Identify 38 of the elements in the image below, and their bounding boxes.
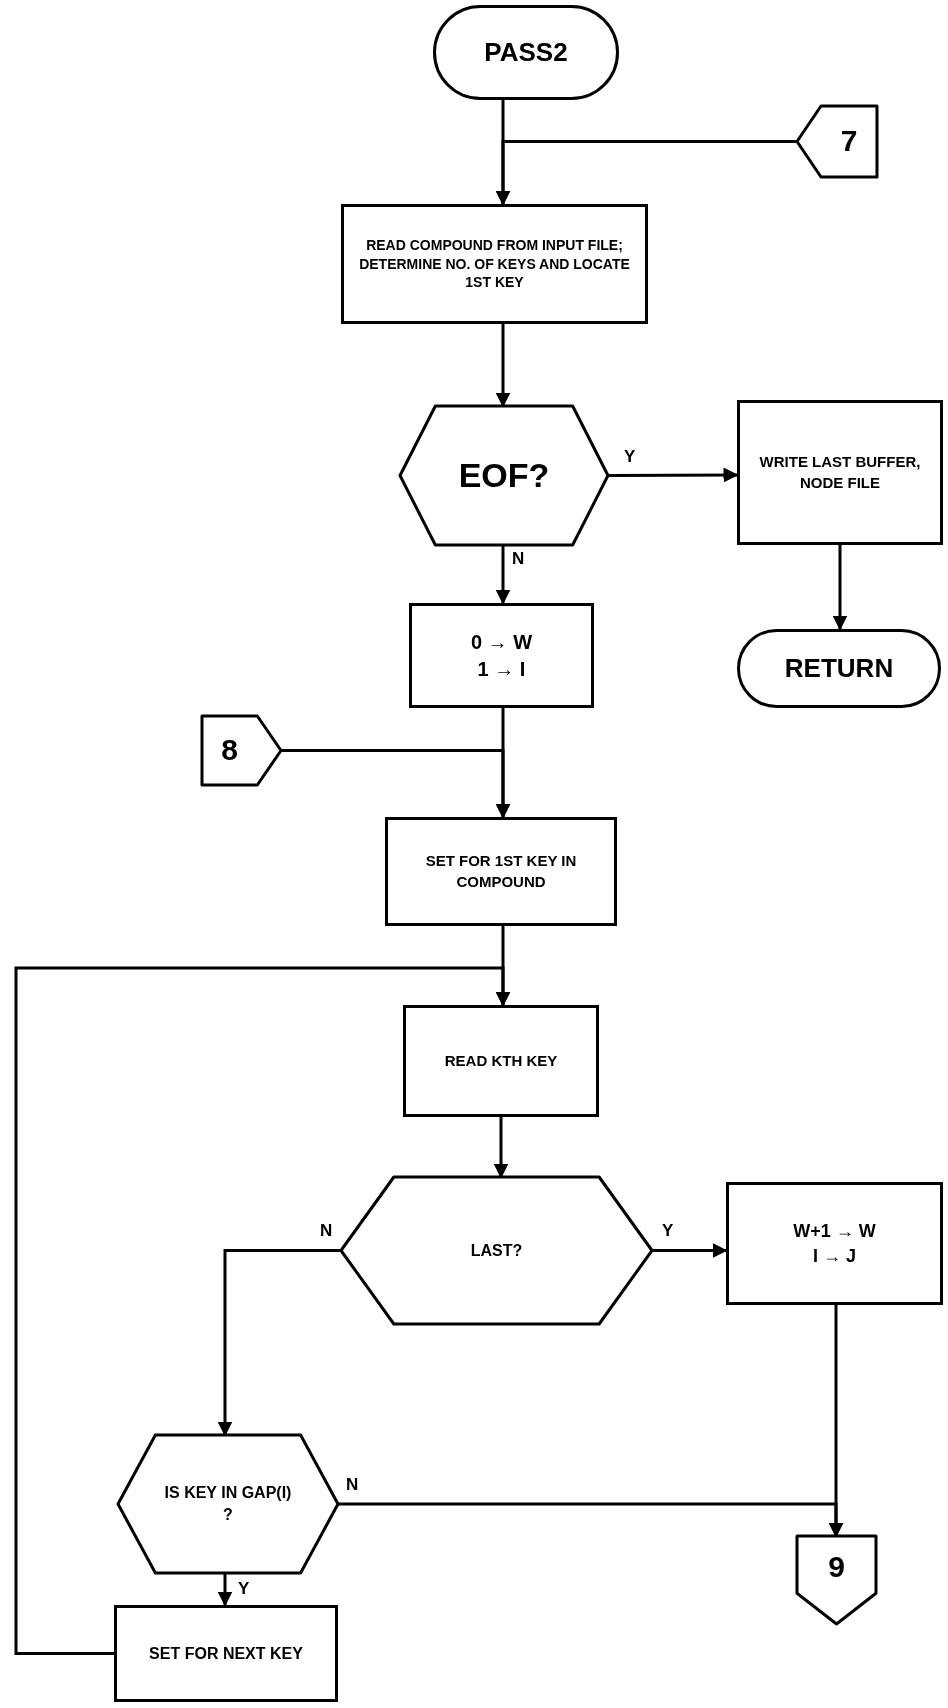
arrow	[608, 467, 739, 483]
arrow	[217, 1573, 233, 1607]
process-box	[385, 817, 617, 926]
arrow	[495, 545, 511, 605]
node-label: SET FOR 1ST KEY IN COMPOUND	[424, 851, 578, 892]
node-label: IS KEY IN GAP(I) ?	[163, 1483, 293, 1525]
node-label: LAST?	[470, 1240, 523, 1261]
arrow	[652, 1243, 728, 1258]
decision-hexagon	[118, 1435, 338, 1573]
node-label: RETURN	[784, 651, 894, 685]
process-box	[403, 1005, 599, 1117]
process-box	[341, 204, 648, 324]
off-page-connector	[797, 106, 877, 177]
process-box	[726, 1182, 943, 1305]
node-label: 7	[840, 123, 858, 160]
decision-hexagon	[341, 1177, 652, 1324]
arrow	[495, 140, 797, 206]
off-page-connector	[797, 1536, 876, 1624]
arrow	[14, 966, 511, 1655]
arrow	[281, 749, 511, 819]
arrow	[832, 545, 848, 631]
process-box	[737, 400, 943, 545]
node-label: 9	[828, 1548, 845, 1585]
process-box	[409, 603, 594, 708]
node-label: READ COMPOUND FROM INPUT FILE; DETERMINE NO. OF KEYS AND LOCATE 1ST KEY	[358, 235, 631, 293]
node-label: 0 → W	[470, 629, 533, 655]
node-label: 1 → I	[477, 656, 526, 682]
node-label: W+1 → W	[793, 1220, 876, 1244]
node-label: SET FOR NEXT KEY	[149, 1643, 303, 1664]
decision-hexagon	[400, 406, 608, 545]
process-box	[114, 1605, 338, 1702]
node-label: EOF?	[458, 454, 550, 496]
node-label: I → J	[813, 1244, 856, 1268]
node-label: PASS2	[484, 35, 568, 69]
node-label: READ KTH KEY	[444, 1050, 558, 1071]
node-label: 8	[221, 732, 238, 769]
off-page-connector	[202, 716, 281, 785]
node-label: WRITE LAST BUFFER, NODE FILE	[758, 452, 922, 493]
